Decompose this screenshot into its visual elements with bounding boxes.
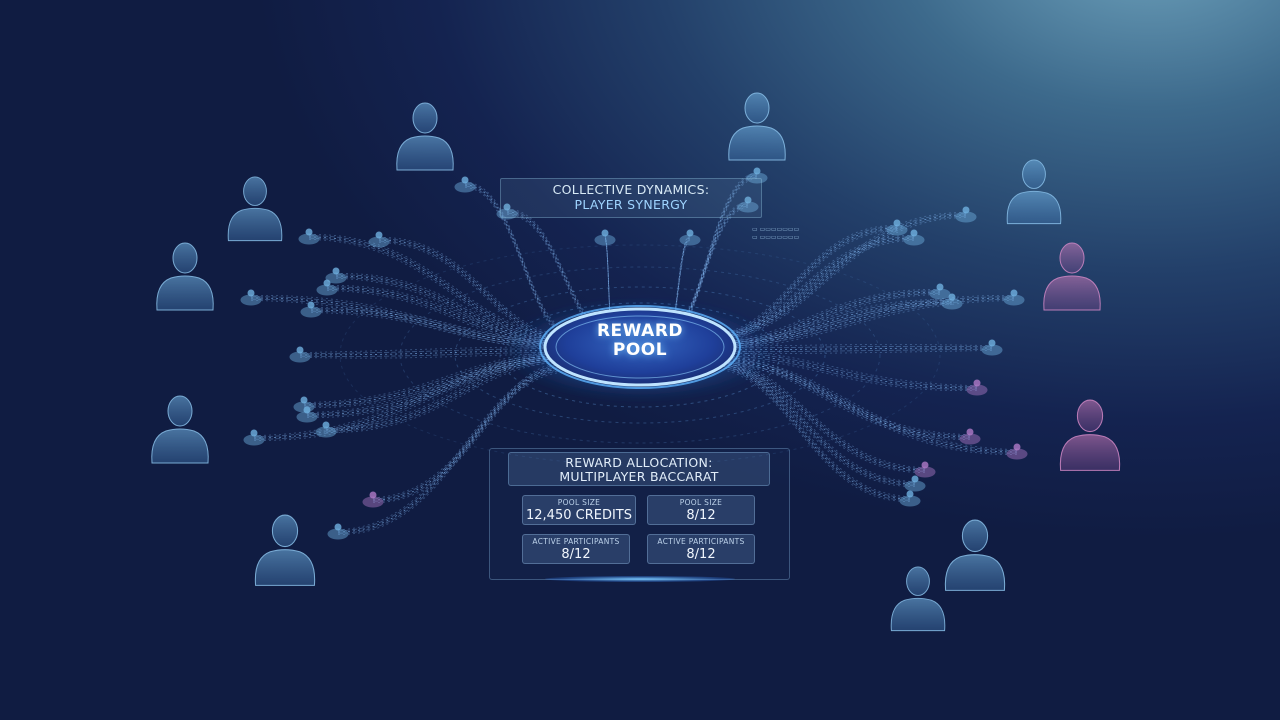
player-node-icon — [737, 196, 759, 213]
player-node-icon — [325, 267, 347, 284]
player-node-icon — [929, 283, 951, 300]
allocation-panel — [489, 448, 790, 580]
player-node-icon — [941, 293, 963, 310]
player-silhouette-icon — [254, 514, 316, 586]
stat-active-participants-2: ACTIVE PARTICIPANTS 8/12 — [647, 534, 755, 564]
stat-pool-size-credits: POOL SIZE 12,450 CREDITS — [522, 495, 636, 525]
player-node-icon — [959, 428, 981, 445]
allocation-title-line1: REWARD ALLOCATION: — [565, 455, 713, 470]
stat-value: 12,450 CREDITS — [526, 508, 632, 523]
player-node-icon — [1003, 289, 1025, 306]
hub-line1: REWARD — [596, 321, 684, 341]
player-node-icon — [240, 289, 262, 306]
player-node-icon — [594, 229, 616, 246]
stat-label: POOL SIZE — [557, 498, 601, 507]
player-silhouette-icon — [227, 176, 283, 242]
player-silhouette-icon — [944, 519, 1006, 591]
collective-dynamics-header: COLLECTIVE DYNAMICS: PLAYER SYNERGY — [500, 178, 762, 218]
player-node-icon — [904, 475, 926, 492]
stat-pool-size-ratio: POOL SIZE 8/12 — [647, 495, 755, 525]
player-node-icon — [981, 339, 1003, 356]
player-node-icon — [315, 421, 337, 438]
stat-value: 8/12 — [686, 547, 716, 562]
allocation-title: REWARD ALLOCATION: MULTIPLAYER BACCARAT — [508, 452, 770, 486]
reward-pool-hub-icon[interactable] — [500, 298, 780, 402]
stat-value: 8/12 — [686, 508, 716, 523]
player-node-icon — [496, 203, 518, 220]
stat-label: ACTIVE PARTICIPANTS — [657, 537, 745, 546]
player-silhouette-icon — [728, 92, 786, 161]
stat-label: ACTIVE PARTICIPANTS — [532, 537, 620, 546]
reward-pool-label: REWARD POOL — [560, 322, 720, 360]
player-node-icon — [955, 206, 977, 223]
hub-line2: POOL — [612, 340, 668, 360]
player-node-icon — [746, 167, 768, 184]
player-node-icon — [289, 346, 311, 363]
player-silhouette-icon — [396, 102, 454, 171]
panel-glow — [545, 576, 735, 582]
stat-value: 8/12 — [561, 547, 591, 562]
player-node-icon — [243, 429, 265, 446]
player-node-icon — [300, 301, 322, 318]
mini-legend: ▭ ▭▭▭▭▭▭▭▭ ▭▭▭▭▭▭▭ — [752, 226, 800, 241]
player-silhouette-icon — [1059, 399, 1121, 471]
stat-active-participants-1: ACTIVE PARTICIPANTS 8/12 — [522, 534, 630, 564]
player-node-icon — [454, 176, 476, 193]
player-node-icon — [327, 523, 349, 540]
player-node-icon — [293, 396, 315, 413]
player-silhouette-icon — [1043, 242, 1101, 311]
header-line2: PLAYER SYNERGY — [574, 197, 688, 212]
player-node-icon — [899, 490, 921, 507]
player-node-icon — [1006, 443, 1028, 460]
player-silhouette-icon — [890, 566, 946, 632]
player-nodes — [240, 167, 1028, 540]
player-silhouettes — [151, 92, 1121, 632]
stat-label: POOL SIZE — [679, 498, 723, 507]
player-node-icon — [966, 379, 988, 396]
header-line1: COLLECTIVE DYNAMICS: — [552, 182, 710, 197]
player-node-icon — [298, 228, 320, 245]
player-node-icon — [362, 491, 384, 508]
player-node-icon — [316, 279, 338, 296]
player-node-icon — [679, 229, 701, 246]
player-node-icon — [903, 229, 925, 246]
player-silhouette-icon — [156, 242, 214, 311]
player-silhouette-icon — [1006, 159, 1062, 225]
player-node-icon — [368, 231, 390, 248]
player-node-icon — [296, 406, 318, 423]
player-silhouette-icon — [151, 395, 209, 464]
allocation-title-line2: MULTIPLAYER BACCARAT — [559, 469, 719, 484]
player-node-icon — [886, 219, 908, 236]
player-node-icon — [914, 461, 936, 478]
